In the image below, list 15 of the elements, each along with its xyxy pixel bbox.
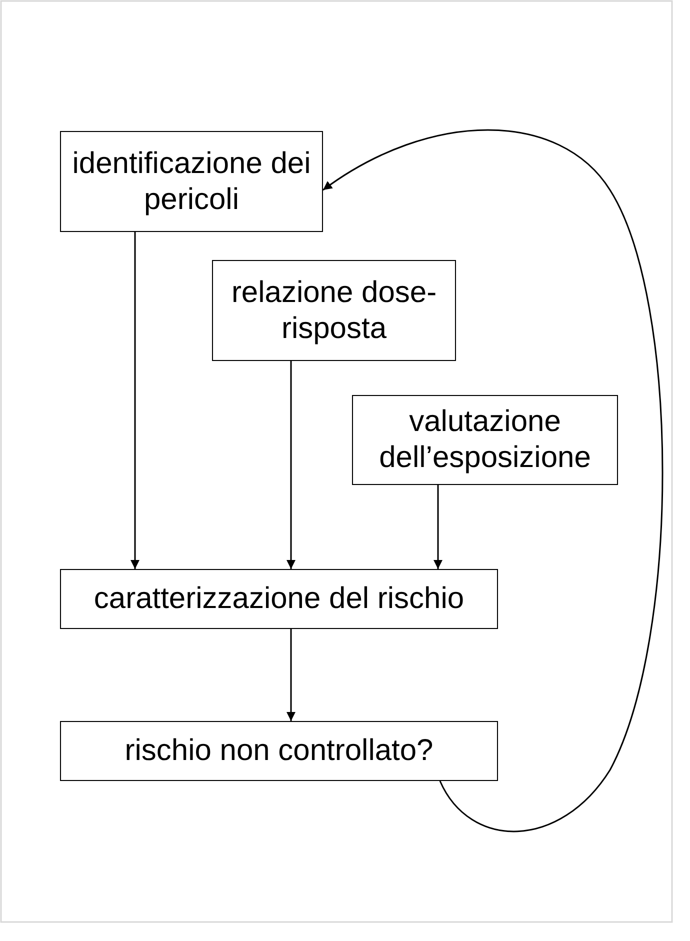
arrow <box>434 485 442 569</box>
arrow <box>286 629 296 721</box>
process-box <box>212 260 456 361</box>
process-box <box>60 721 498 781</box>
arrow <box>130 232 140 569</box>
process-box <box>60 569 498 629</box>
loop-arrow <box>322 129 664 832</box>
box-text: valutazione dell’esposizione <box>378 404 592 476</box>
box-text: rischio non controllato? <box>124 733 434 769</box>
process-box <box>352 395 618 485</box>
box-text: caratterizzazione del rischio <box>94 581 464 617</box>
process-box <box>60 131 323 232</box>
arrow <box>286 361 296 569</box>
box-text: relazione dose-risposta <box>230 274 438 346</box>
box-text: identificazione dei pericoli <box>72 146 312 218</box>
